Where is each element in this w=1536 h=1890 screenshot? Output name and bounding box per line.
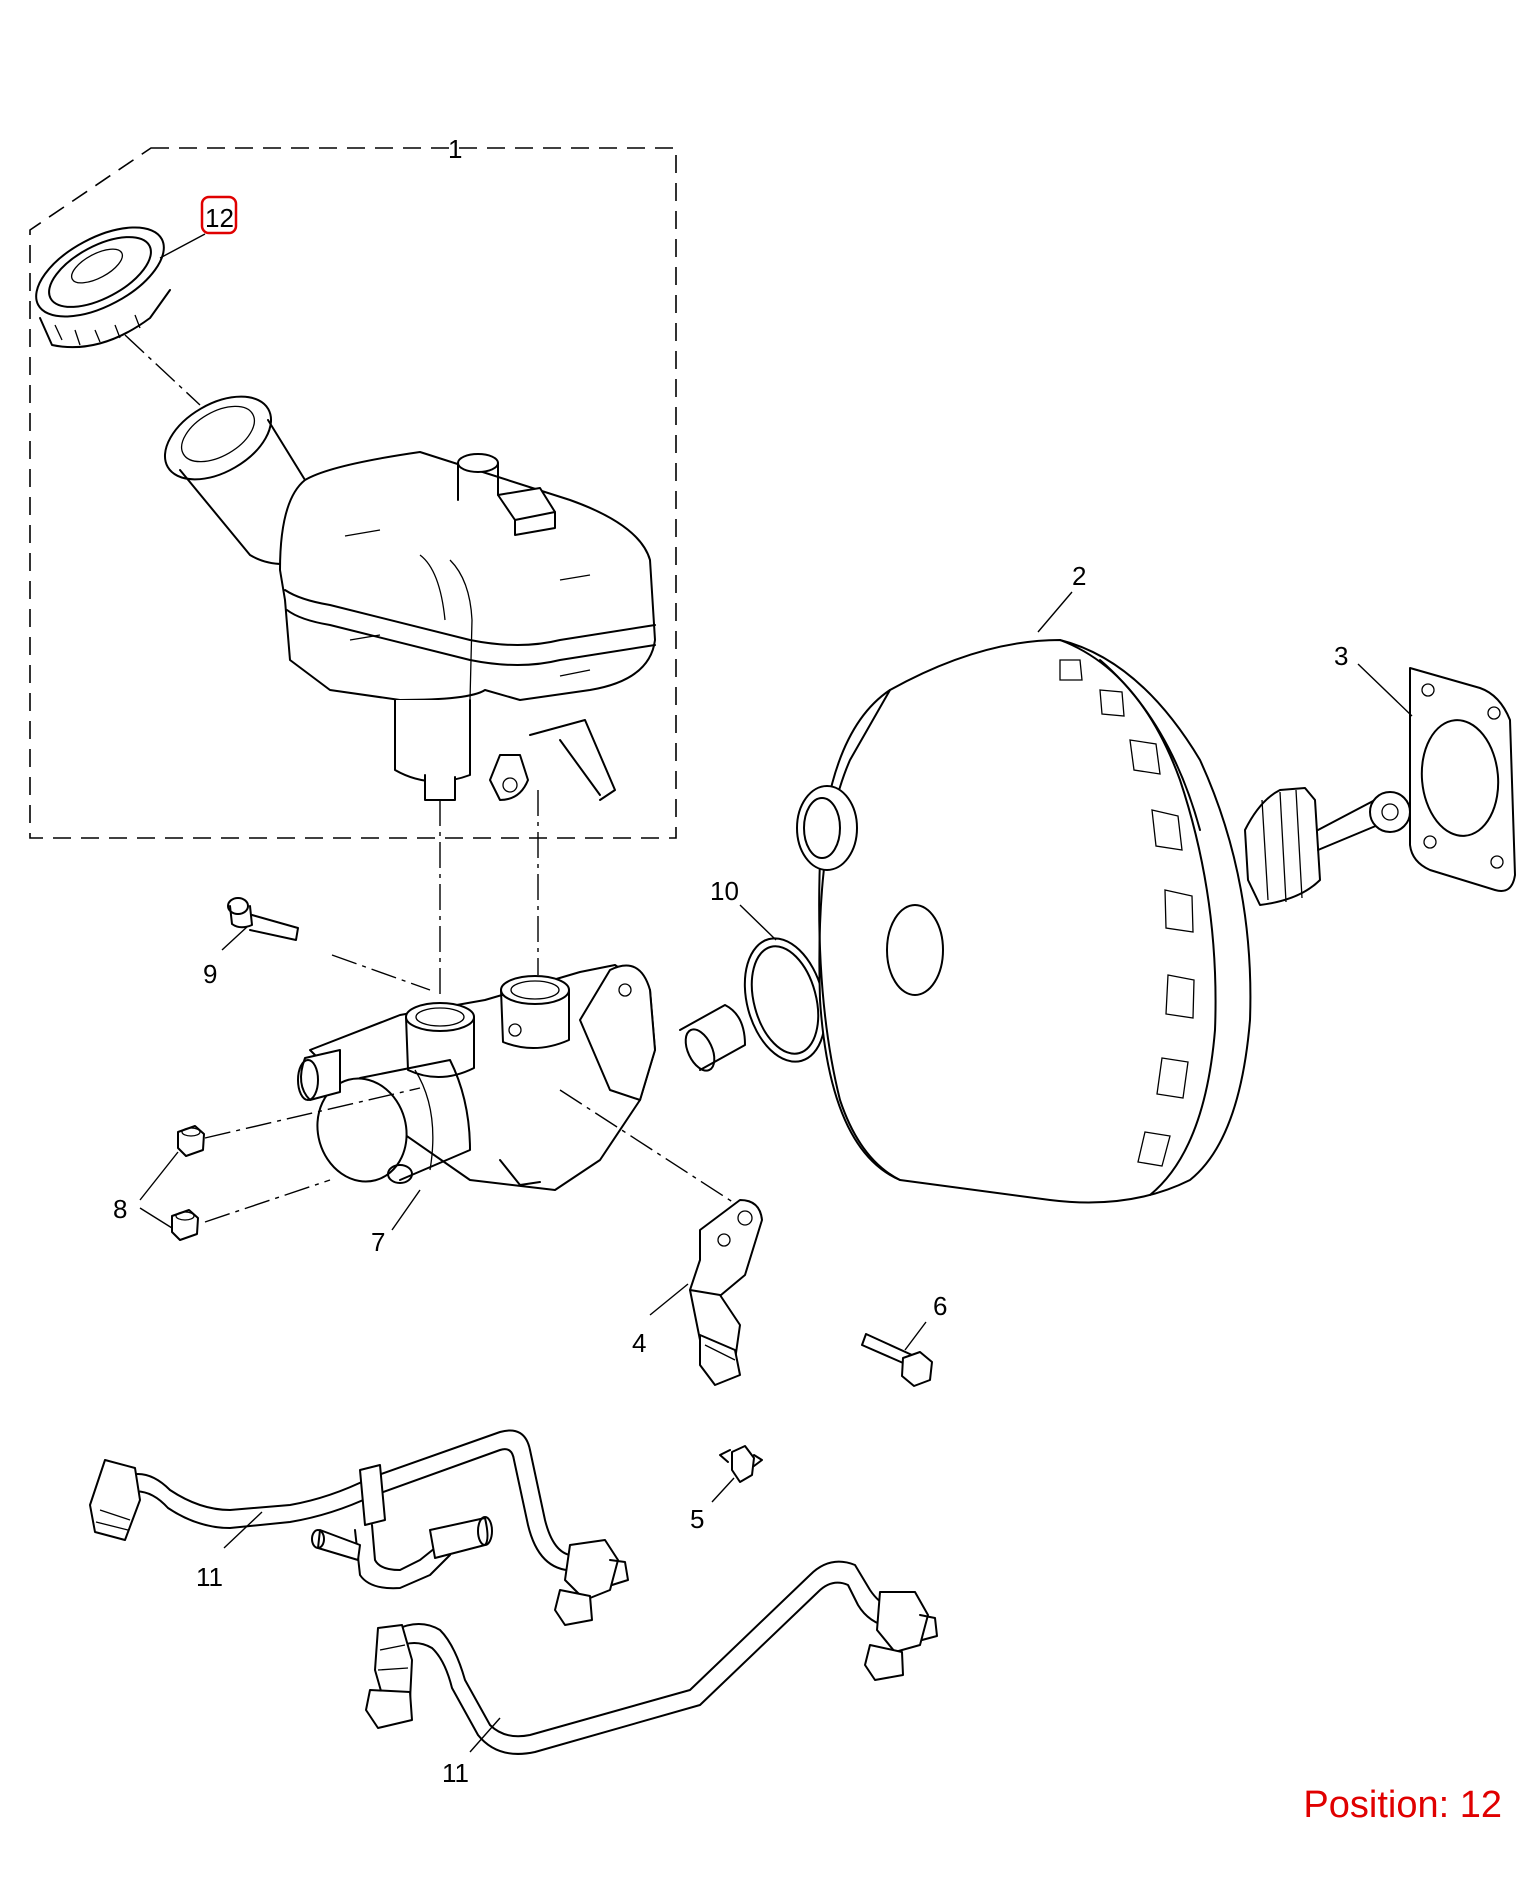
leader-11-upper [223,1511,263,1549]
leader-8-lower [139,1207,173,1229]
label-6[interactable]: 6 [933,1291,947,1321]
leader-5 [711,1477,735,1503]
leader-7 [391,1189,421,1231]
bolt-9-line [331,954,431,991]
bolt-6[interactable] [861,1333,933,1387]
leader-6 [904,1321,927,1351]
position-indicator: Position: 12 [1303,1784,1502,1826]
nut-upper-line [204,1087,421,1139]
label-8[interactable]: 8 [113,1194,127,1224]
label-11-lower[interactable]: 11 [442,1758,469,1788]
label-11-upper[interactable]: 11 [196,1562,223,1592]
label-2[interactable]: 2 [1072,561,1086,591]
nut-upper[interactable] [177,1125,205,1157]
label-1[interactable]: 1 [448,134,462,164]
label-12[interactable]: 12 [205,203,234,233]
vacuum-hose-lower[interactable] [365,1560,938,1755]
bolt-9[interactable] [227,897,299,941]
leader-10 [739,904,777,941]
fluid-reservoir[interactable] [151,380,656,801]
clip-5[interactable] [719,1445,763,1483]
vacuum-hose-upper[interactable] [89,1429,629,1626]
leader-4 [649,1283,689,1316]
label-10[interactable]: 10 [710,876,739,906]
bracket-line [559,1089,746,1211]
cap-alignment-line [124,334,201,406]
leader-9 [221,925,249,951]
booster-gasket[interactable] [1409,667,1516,892]
label-12-highlight [200,195,238,235]
leader-11-lower [469,1717,501,1753]
leader-12 [159,233,206,259]
brake-booster[interactable] [796,639,1411,1204]
label-9[interactable]: 9 [203,959,217,989]
label-7[interactable]: 7 [371,1227,385,1257]
leader-2 [1037,591,1073,633]
label-3[interactable]: 3 [1334,641,1348,671]
leader-3 [1357,663,1413,717]
label-4[interactable]: 4 [632,1328,646,1358]
label-5[interactable]: 5 [690,1504,704,1534]
master-cylinder[interactable] [297,964,746,1192]
leader-8-upper [139,1151,179,1201]
nut-lower-line [204,1179,331,1223]
reservoir-cap[interactable] [22,209,178,349]
sensor-bracket[interactable] [689,1199,763,1386]
assembly-1-boundary [29,147,677,839]
nut-lower[interactable] [171,1209,199,1241]
